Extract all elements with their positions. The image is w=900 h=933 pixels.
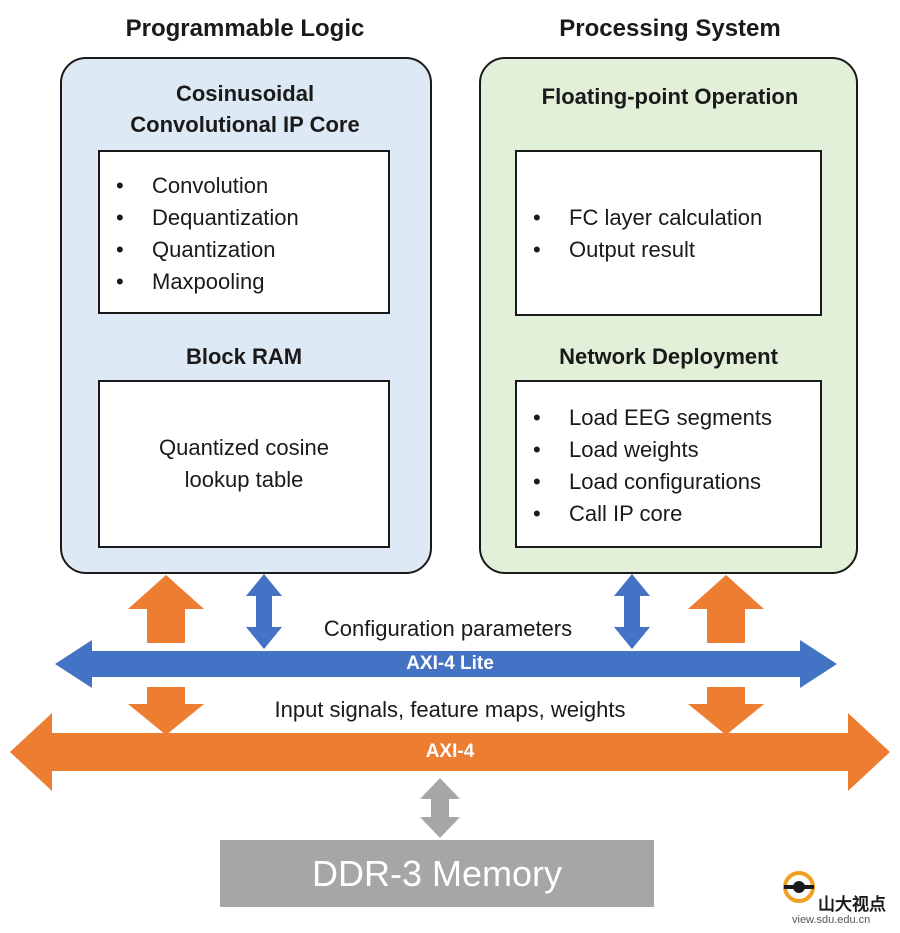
network-deployment-title: Network Deployment <box>559 344 778 369</box>
list-item: Load EEG segments <box>517 402 820 434</box>
watermark-text: 山大视点 <box>818 895 886 914</box>
ps-orange-down-arrow <box>688 687 764 735</box>
watermark-logo-icon <box>782 870 816 904</box>
list-item: Convolution <box>100 170 388 202</box>
ip-core-list: Convolution Dequantization Quantization … <box>100 170 388 298</box>
axi4-caption: Input signals, feature maps, weights <box>274 697 626 722</box>
ps-orange-up-arrow <box>688 575 764 643</box>
block-ram-title: Block RAM <box>185 344 303 369</box>
ddr3-memory-label: DDR-3 Memory <box>311 852 562 894</box>
ip-core-box: Convolution Dequantization Quantization … <box>98 150 390 314</box>
axi4-label: AXI-4 <box>425 741 475 762</box>
programmable-logic-heading: Programmable Logic <box>125 15 365 42</box>
list-item: Load configurations <box>517 466 820 498</box>
list-item: Dequantization <box>100 202 388 234</box>
block-ram-text: Quantized cosine lookup table <box>159 435 329 492</box>
ddr3-memory-block: DDR-3 Memory <box>220 840 654 907</box>
list-item: Output result <box>517 234 820 266</box>
pl-orange-down-arrow <box>128 687 204 735</box>
floating-point-box: FC layer calculation Output result <box>515 150 822 316</box>
pl-blue-vertical-arrow <box>246 574 282 649</box>
pl-orange-up-arrow <box>128 575 204 643</box>
floating-point-title: Floating-point Operation <box>541 84 799 109</box>
lite-caption: Configuration parameters <box>323 616 573 641</box>
list-item: FC layer calculation <box>517 202 820 234</box>
list-item: Call IP core <box>517 498 820 530</box>
axi4-lite-bus-arrow <box>55 640 837 688</box>
floating-point-list: FC layer calculation Output result <box>517 202 820 266</box>
processing-system-heading: Processing System <box>559 15 781 42</box>
block-ram-box: Quantized cosine lookup table <box>98 380 390 548</box>
ps-blue-vertical-arrow <box>614 574 650 649</box>
watermark-url: view.sdu.edu.cn <box>792 914 871 926</box>
list-item: Load weights <box>517 434 820 466</box>
network-deployment-box: Load EEG segments Load weights Load conf… <box>515 380 822 548</box>
list-item: Maxpooling <box>100 266 388 298</box>
axi4-lite-label: AXI-4 Lite <box>406 653 494 674</box>
axi4-bus-arrow <box>10 713 890 791</box>
network-deployment-list: Load EEG segments Load weights Load conf… <box>517 402 820 530</box>
memory-gray-arrow <box>420 778 460 838</box>
ip-core-title: Cosinusoidal Convolutional IP Core <box>130 81 360 137</box>
list-item: Quantization <box>100 234 388 266</box>
